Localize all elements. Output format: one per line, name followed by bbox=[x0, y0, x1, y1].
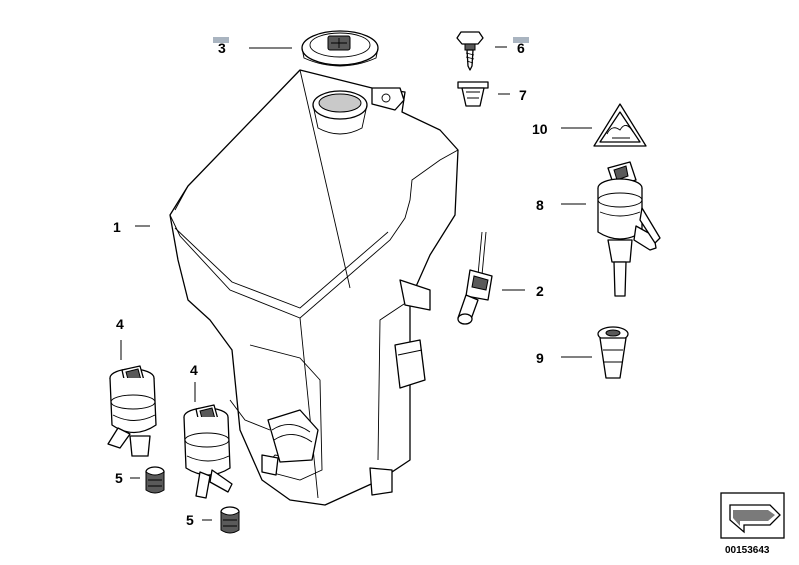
screw bbox=[456, 31, 484, 71]
plastic-nut bbox=[457, 81, 489, 107]
callout-5a: 5 bbox=[115, 470, 123, 486]
callout-9: 9 bbox=[536, 350, 544, 366]
washer-reservoir bbox=[169, 69, 459, 506]
callout-7: 7 bbox=[519, 87, 527, 103]
headlight-washer-pump bbox=[597, 161, 661, 297]
washer-pump-right bbox=[183, 404, 233, 499]
callout-4a: 4 bbox=[116, 316, 124, 332]
filter-b bbox=[220, 506, 240, 534]
warning-triangle-icon bbox=[593, 103, 647, 147]
grommet bbox=[597, 326, 629, 379]
level-sensor bbox=[457, 231, 493, 325]
document-number: 00153643 bbox=[725, 545, 770, 556]
callout-10: 10 bbox=[532, 121, 548, 137]
filter-a bbox=[145, 466, 165, 494]
reservoir-cap bbox=[301, 30, 379, 67]
callout-4b: 4 bbox=[190, 362, 198, 378]
callout-1: 1 bbox=[113, 219, 121, 235]
bookmark-arrow-icon bbox=[720, 492, 785, 539]
callout-8: 8 bbox=[536, 197, 544, 213]
callout-5b: 5 bbox=[186, 512, 194, 528]
callout-3-highlight bbox=[213, 37, 229, 43]
callout-3: 3 bbox=[218, 40, 226, 56]
washer-pump-left bbox=[107, 365, 157, 457]
callout-6-highlight bbox=[513, 37, 529, 43]
callout-6: 6 bbox=[517, 40, 525, 56]
callout-2: 2 bbox=[536, 283, 544, 299]
